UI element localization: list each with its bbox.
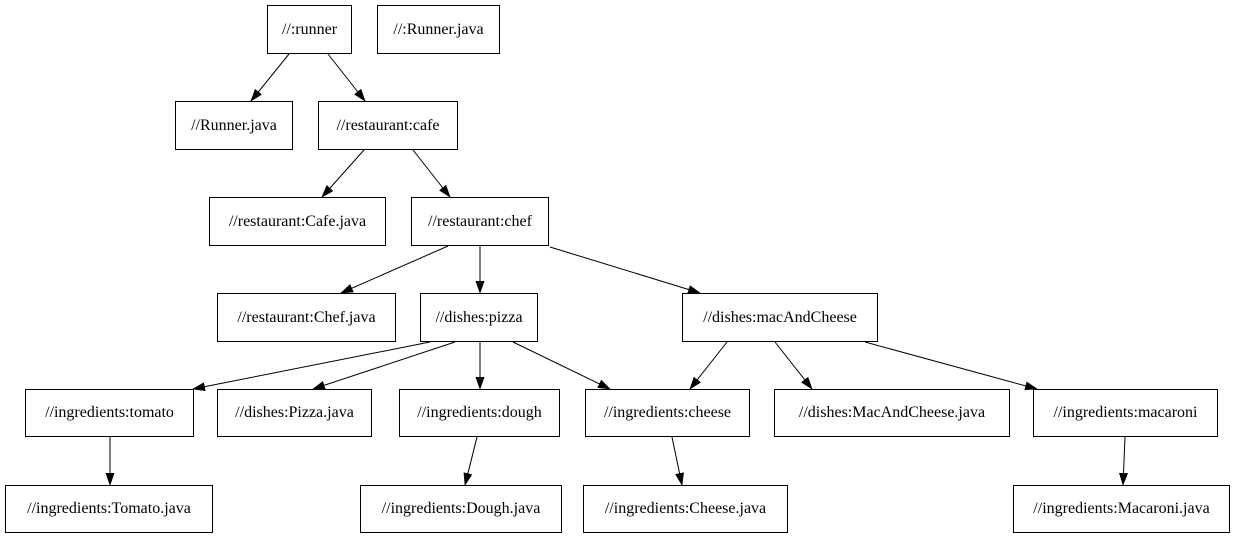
node-cheese: //ingredients:cheese xyxy=(585,389,750,437)
edge-chef-to-mac-and-cheese xyxy=(549,246,701,294)
node-chef: //restaurant:chef xyxy=(411,197,549,246)
node-label: //dishes:macAndCheese xyxy=(703,308,857,326)
node-label: //ingredients:tomato xyxy=(45,404,174,421)
node-label: //dishes:Pizza.java xyxy=(235,404,354,421)
edge-pizza-to-tomato xyxy=(192,341,431,392)
node-cafe: //restaurant:cafe xyxy=(318,101,458,150)
node-label: //:runner xyxy=(281,20,338,38)
node-mac-and-cheese-java: //dishes:MacAndCheese.java xyxy=(774,389,1010,437)
node-label: //dishes:MacAndCheese.java xyxy=(798,404,986,421)
edge-runner-to-cafe xyxy=(327,53,366,102)
edge-cafe-to-cafe-java xyxy=(321,149,365,198)
node-label: //Runner.java xyxy=(191,116,277,134)
node-label: //:Runner.java xyxy=(393,20,484,38)
node-tomato: //ingredients:tomato xyxy=(25,389,194,437)
node-cafe-java: //restaurant:Cafe.java xyxy=(209,197,386,246)
node-label: //ingredients:Cheese.java xyxy=(604,500,767,517)
node-label: //ingredients:Tomato.java xyxy=(27,500,191,517)
node-runner: //:runner xyxy=(267,5,352,54)
node-tomato-java: //ingredients:Tomato.java xyxy=(5,485,213,533)
node-root-runner-java: //:Runner.java xyxy=(377,5,500,54)
node-label: //restaurant:Chef.java xyxy=(237,308,376,326)
node-macaroni: //ingredients:macaroni xyxy=(1033,389,1218,437)
node-label: //ingredients:Macaroni.java xyxy=(1033,500,1210,517)
node-label: //restaurant:cafe xyxy=(336,116,440,134)
node-label: //ingredients:cheese xyxy=(603,404,732,421)
node-label: //restaurant:Cafe.java xyxy=(228,212,367,230)
node-label: //ingredients:macaroni xyxy=(1053,404,1198,421)
edge-mac-and-cheese-to-macaroni xyxy=(864,341,1038,391)
node-dough-java: //ingredients:Dough.java xyxy=(360,485,562,533)
node-label: //ingredients:dough xyxy=(417,404,542,421)
edge-pizza-to-pizza-java xyxy=(312,341,456,390)
node-runner-java: //Runner.java xyxy=(175,101,293,150)
edge-macaroni-to-macaroni-java xyxy=(1119,436,1128,486)
node-label: //ingredients:Dough.java xyxy=(381,500,541,517)
edge-pizza-to-cheese xyxy=(512,341,611,390)
node-dough: //ingredients:dough xyxy=(399,389,560,437)
node-macaroni-java: //ingredients:Macaroni.java xyxy=(1013,485,1230,533)
node-pizza-java: //dishes:Pizza.java xyxy=(217,389,372,437)
node-label: //dishes:pizza xyxy=(435,308,523,326)
node-pizza: //dishes:pizza xyxy=(420,293,538,342)
edge-mac-and-cheese-to-mac-and-cheese-java xyxy=(774,341,813,390)
node-mac-and-cheese: //dishes:macAndCheese xyxy=(682,293,878,342)
edge-mac-and-cheese-to-cheese xyxy=(689,341,728,390)
node-cheese-java: //ingredients:Cheese.java xyxy=(583,485,788,533)
node-label: //restaurant:chef xyxy=(428,212,532,230)
edge-runner-to-runner-java xyxy=(250,53,290,102)
edge-dough-to-dough-java xyxy=(463,436,478,486)
edge-chef-to-chef-java xyxy=(340,245,449,294)
edge-cheese-to-cheese-java xyxy=(671,436,684,486)
node-chef-java: //restaurant:Chef.java xyxy=(217,293,396,342)
edge-cafe-to-chef xyxy=(412,149,451,198)
